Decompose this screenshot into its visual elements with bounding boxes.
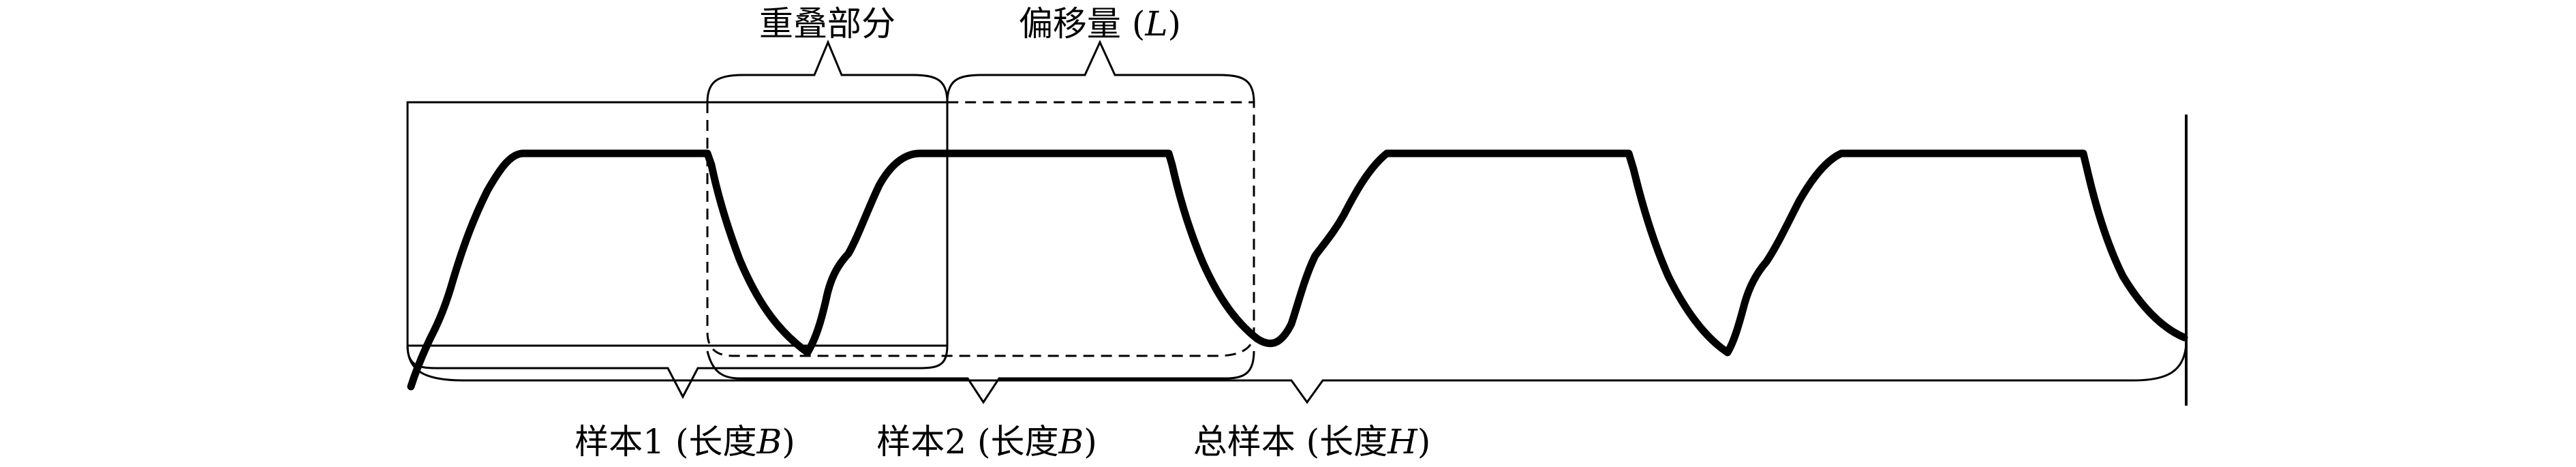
sample-1-label: 样本1 (长度B) [574,422,795,462]
overlap-brace [706,40,949,103]
offset-label: 偏移量 (L) [1019,4,1181,44]
sample-2-label: 样本2 (长度B) [876,422,1097,462]
sample-1-brace [406,345,949,400]
signal-waveform [407,149,2188,391]
sample-2-window [706,101,1255,357]
sample-2-brace [706,350,1255,404]
total-sample-brace [406,344,2188,404]
sample-1-window [406,101,949,347]
overlap-label: 重叠部分 [759,4,895,44]
total-sample-label: 总样本 (长度H) [1193,422,1431,462]
offset-brace [946,40,1255,103]
